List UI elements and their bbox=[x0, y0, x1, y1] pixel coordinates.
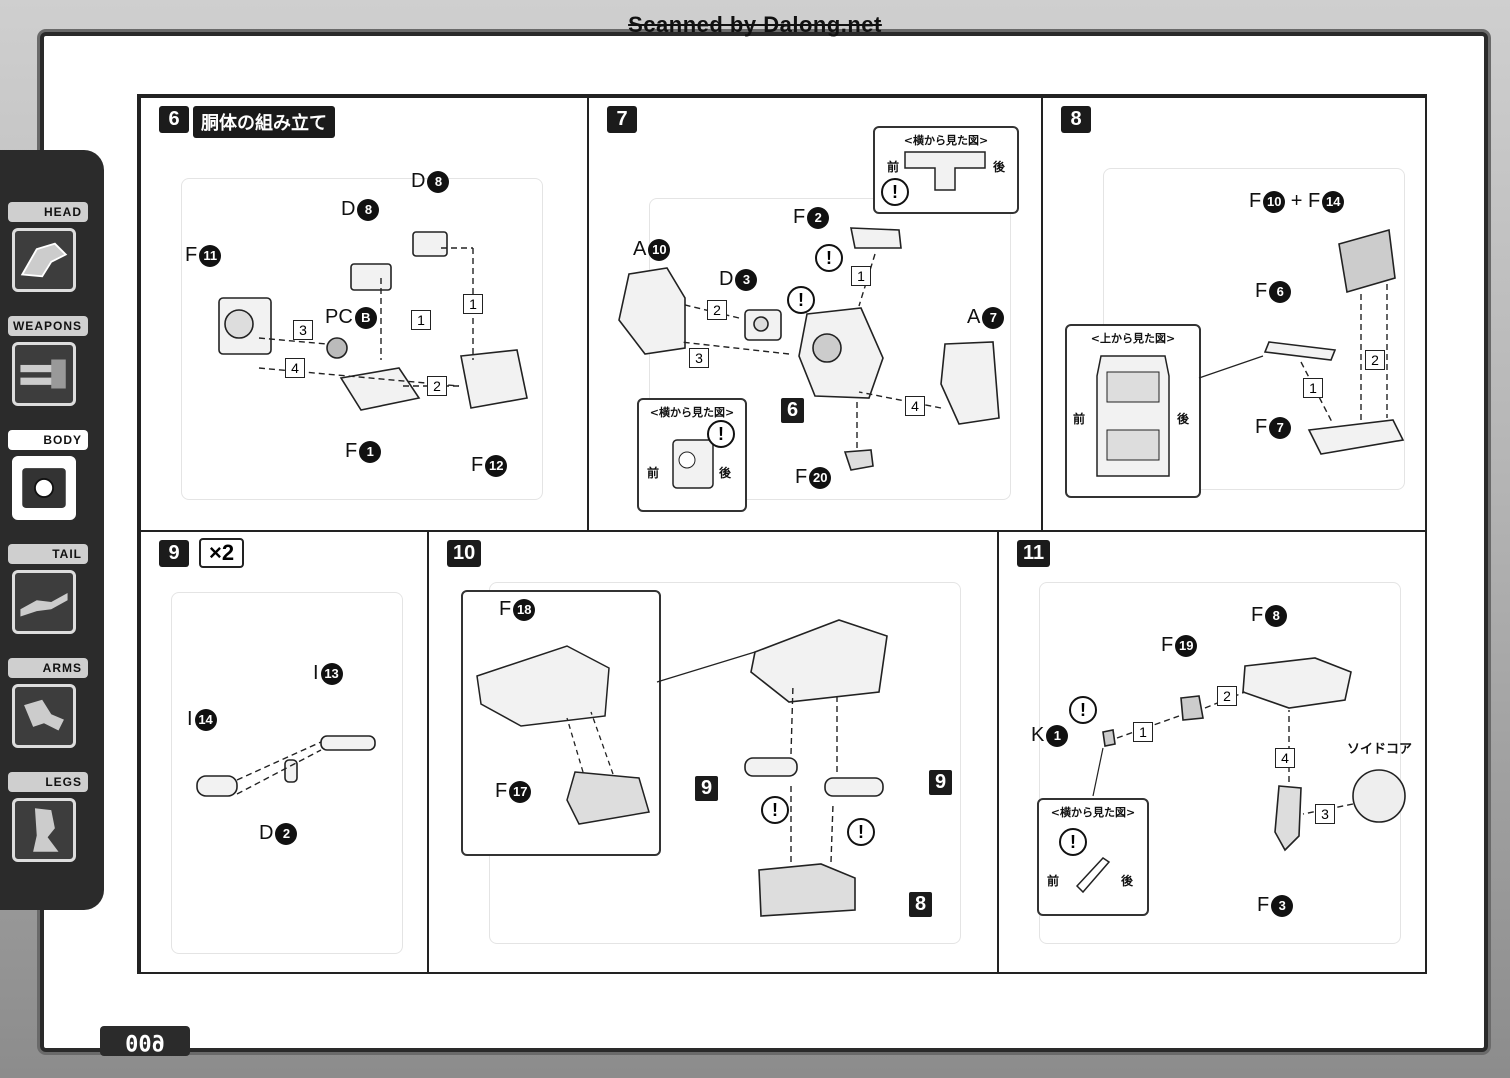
sequence-1: 1 bbox=[1303, 378, 1323, 398]
sequence-2: 2 bbox=[427, 376, 447, 396]
arms-icon bbox=[12, 684, 76, 748]
caution-icon: ! bbox=[787, 286, 815, 314]
sequence-2: 2 bbox=[1217, 686, 1237, 706]
page-number: 009 bbox=[100, 1026, 190, 1056]
step-number: 11 bbox=[1017, 540, 1051, 567]
step-8-diagram bbox=[1198, 228, 1405, 455]
sequence-1: 1 bbox=[851, 266, 871, 286]
tab-arms[interactable]: ARMS bbox=[4, 656, 92, 764]
sequence-2: 2 bbox=[707, 300, 727, 320]
caution-icon: ! bbox=[881, 178, 909, 206]
tab-weapons[interactable]: WEAPONS bbox=[4, 314, 92, 422]
step-number: 8 bbox=[1061, 106, 1091, 133]
tab-label-head: HEAD bbox=[8, 202, 88, 222]
step-10-diagram bbox=[656, 619, 888, 917]
step-7-panel: 7 <横から見た図> 前 後 ! <横から見た図> 前 後 ! bbox=[587, 96, 1043, 532]
watermark: Scanned by Dalong.net bbox=[628, 12, 882, 37]
sequence-3: 3 bbox=[293, 320, 313, 340]
caution-icon: ! bbox=[761, 796, 789, 824]
top-view-callout: <上から見た図> 前 後 bbox=[1065, 324, 1201, 498]
sequence-4: 4 bbox=[285, 358, 305, 378]
side-view-callout: <横から見た図> 前 後 ! bbox=[1037, 798, 1149, 916]
tab-label-tail: TAIL bbox=[8, 544, 88, 564]
step-number: 6 bbox=[159, 106, 189, 133]
side-view-callout-bottom: <横から見た図> 前 後 ! bbox=[637, 398, 747, 512]
detail-callout bbox=[461, 590, 661, 856]
step-7-diagram bbox=[618, 227, 1000, 471]
sequence-3: 3 bbox=[689, 348, 709, 368]
weapons-icon bbox=[12, 342, 76, 406]
sequence-1a: 1 bbox=[463, 294, 483, 314]
body-icon bbox=[12, 456, 76, 520]
caution-icon: ! bbox=[847, 818, 875, 846]
step-9-diagram bbox=[196, 735, 376, 797]
subassembly-9-right: 9 bbox=[929, 770, 953, 795]
side-view-callout-top: <横から見た図> 前 後 ! bbox=[873, 126, 1019, 214]
caution-icon: ! bbox=[707, 420, 735, 448]
step-number: 7 bbox=[607, 106, 637, 133]
step-title: 胴体の組み立て bbox=[193, 106, 335, 138]
tab-body[interactable]: BODY bbox=[4, 428, 92, 536]
sequence-2: 2 bbox=[1365, 350, 1385, 370]
tab-legs[interactable]: LEGS bbox=[4, 770, 92, 878]
head-icon bbox=[12, 228, 76, 292]
caution-icon: ! bbox=[1069, 696, 1097, 724]
tab-tail[interactable]: TAIL bbox=[4, 542, 92, 650]
caution-icon: ! bbox=[1059, 828, 1087, 856]
tail-icon bbox=[12, 570, 76, 634]
step-number: 10 bbox=[447, 540, 482, 567]
sequence-4: 4 bbox=[905, 396, 925, 416]
tab-label-arms: ARMS bbox=[8, 658, 88, 678]
tab-label-body: BODY bbox=[8, 430, 88, 450]
caution-icon: ! bbox=[815, 244, 843, 272]
sequence-4: 4 bbox=[1275, 748, 1295, 768]
subassembly-6: 6 bbox=[781, 398, 805, 423]
subassembly-8: 8 bbox=[909, 892, 933, 917]
sequence-1b: 1 bbox=[411, 310, 431, 330]
tab-head[interactable]: HEAD bbox=[4, 200, 92, 308]
section-sidebar: HEAD WEAPONS BODY TAIL ARMS LEGS bbox=[0, 150, 104, 910]
sequence-3: 3 bbox=[1315, 804, 1335, 824]
zoid-core-label: ソイドコア bbox=[1347, 742, 1413, 757]
legs-icon bbox=[12, 798, 76, 862]
step-number: 9 bbox=[159, 540, 189, 567]
tab-label-weapons: WEAPONS bbox=[8, 316, 88, 336]
quantity-badge: ×2 bbox=[199, 538, 245, 568]
tab-label-legs: LEGS bbox=[8, 772, 88, 792]
step-11-diagram bbox=[1092, 657, 1406, 852]
sequence-1: 1 bbox=[1133, 722, 1153, 742]
subassembly-9-left: 9 bbox=[695, 776, 719, 801]
